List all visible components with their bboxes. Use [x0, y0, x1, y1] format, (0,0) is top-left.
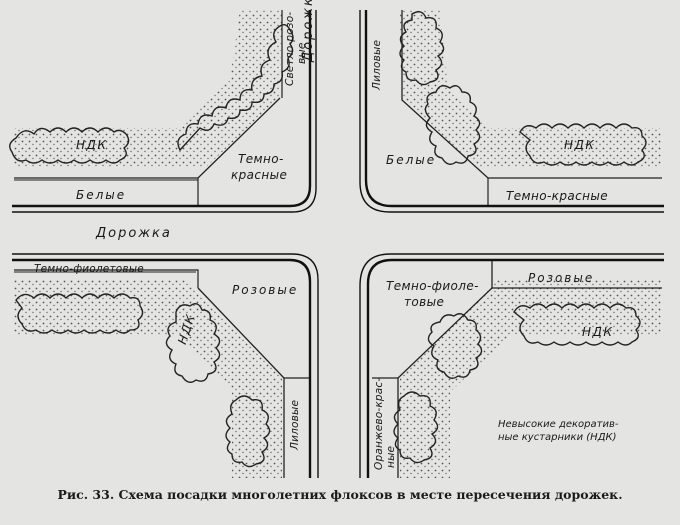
shrub-top-right-diagonal — [424, 85, 481, 165]
label-temno-fiolet-bottom-right-1: Темно-фиоле- — [386, 279, 479, 293]
quadrant-bottom-right — [359, 253, 664, 478]
label-temno-krasnye-top-right: Темно-красные — [506, 189, 609, 203]
label-svetlo-rozovye-1: Светло-розо- — [284, 11, 296, 86]
shrub-top-right-vertical — [399, 11, 445, 86]
ndk-label-top-left: НДК — [76, 138, 108, 152]
legend: Невысокие декоратив- ные кустарники (НДК… — [498, 418, 618, 444]
shrub-top-left-diagonal — [177, 23, 294, 152]
label-belye-top-left: Белые — [76, 188, 127, 202]
dotted-bed-top-right — [400, 10, 662, 168]
figure-caption: Рис. 33. Схема посадки многолетних флокс… — [57, 487, 623, 502]
dotted-bed-bottom-right — [400, 280, 662, 478]
shrub-top-left-horizontal — [9, 127, 130, 164]
shrub-bottom-left-horizontal — [15, 293, 144, 334]
ndk-label-bottom-right: НДК — [582, 325, 614, 339]
quadrant-top-right — [359, 10, 664, 213]
label-svetlo-rozovye-2: вые — [296, 42, 308, 64]
label-lilovye-bottom-left: Лиловые — [289, 399, 301, 450]
label-rozovye-bottom-right: Розовые — [528, 271, 595, 285]
label-temno-krasnye-top-left-2: красные — [231, 168, 288, 182]
legend-line-1: Невысокие декоратив- — [498, 419, 619, 430]
label-rozovye-bottom-left: Розовые — [232, 283, 299, 297]
shrub-bottom-right-horizontal — [513, 303, 641, 346]
ndk-label-top-right: НДК — [564, 138, 596, 152]
label-lilovye-top-right: Лиловые — [371, 39, 383, 90]
path-label-horizontal: Дорожка — [96, 226, 172, 241]
dotted-bed-top-left — [14, 10, 282, 168]
shrub-top-right-horizontal — [519, 123, 647, 166]
label-temno-fiolet-bottom-right-2: товые — [404, 295, 445, 309]
label-temno-fioletovye-bottom-left: Темно-фиолетовые — [34, 263, 144, 275]
quadrant-bottom-left — [12, 253, 319, 478]
shrub-bottom-right-diagonal — [427, 313, 483, 379]
dotted-bed-bottom-left — [14, 280, 282, 478]
label-oranzhevo-krasnye-2: ные — [385, 445, 397, 468]
label-belye-top-right: Белые — [386, 153, 437, 167]
label-temno-krasnye-top-left-1: Темно- — [238, 152, 284, 166]
shrub-bottom-left-vertical — [225, 395, 271, 468]
label-oranzhevo-krasnye-1: Оранжево-крас- — [373, 377, 385, 470]
shrub-bottom-left-diagonal — [165, 303, 221, 383]
quadrant-top-left — [9, 10, 317, 213]
legend-line-2: ные кустарники (НДК) — [498, 432, 617, 443]
